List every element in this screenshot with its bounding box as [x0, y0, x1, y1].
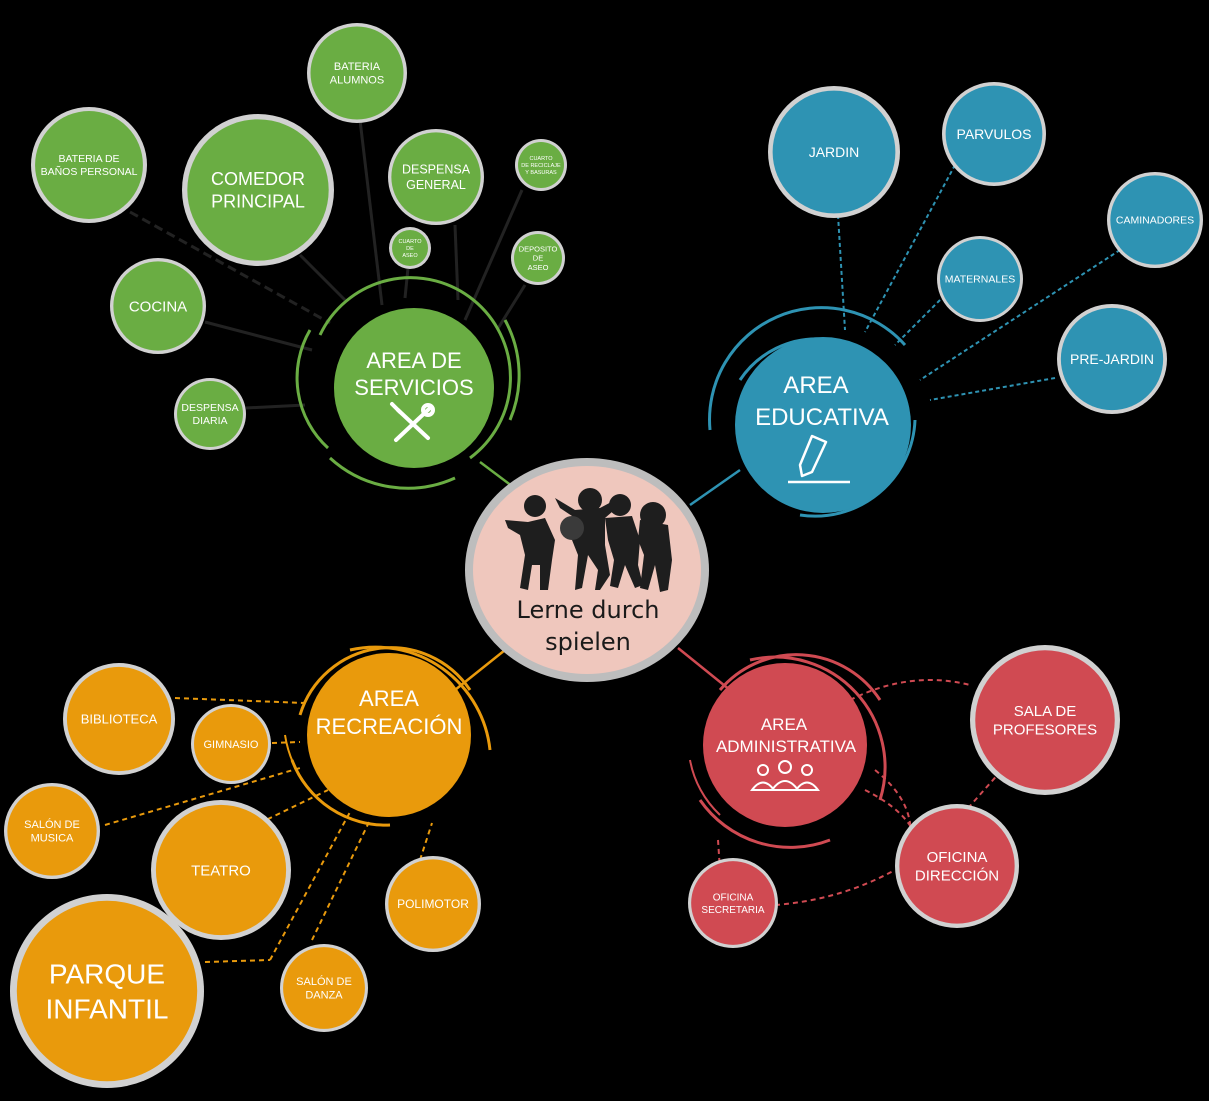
leaf-node-label: SALÓN DE	[24, 818, 80, 831]
leaf-node-label: BAÑOS PERSONAL	[41, 165, 138, 178]
area-administrativa-node: AREA ADMINISTRATIVA	[703, 663, 867, 827]
leaf-node-label: POLIMOTOR	[397, 897, 469, 911]
area-servicios-node: AREA DE SERVICIOS	[334, 308, 494, 468]
leaf-node-polimotor: POLIMOTOR	[385, 856, 481, 952]
leaf-node-label: DE	[406, 246, 414, 252]
leaf-node-parvulos: PARVULOS	[942, 82, 1046, 186]
leaf-node-label: GIMNASIO	[203, 739, 258, 751]
leaf-node-label: ASEO	[402, 253, 418, 259]
leaf-node-oficina-secretaria: OFICINA SECRETARIA	[688, 858, 778, 948]
leaf-node-label: INFANTIL	[46, 993, 169, 1024]
leaf-node-label: Y BASURAS	[525, 170, 557, 176]
leaf-node-sala-profesores: SALA DE PROFESORES	[970, 645, 1120, 795]
leaf-node-label: DE	[533, 254, 543, 263]
area-recreacion-label-line2: RECREACIÓN	[316, 714, 463, 739]
leaf-node-fill	[391, 132, 480, 221]
leaf-node-label: DIRECCIÓN	[915, 868, 999, 885]
leaf-node-label: MATERNALES	[945, 274, 1015, 286]
area-educativa-node: AREA EDUCATIVA	[735, 337, 911, 513]
leaf-node-label: CUARTO	[398, 239, 422, 245]
leaf-node-fill	[7, 786, 96, 875]
leaf-node-label: PARQUE	[49, 958, 165, 989]
leaf-node-label: COCINA	[129, 298, 187, 315]
leaf-node-label: TEATRO	[191, 862, 251, 879]
leaf-node-label: PROFESORES	[993, 722, 1097, 739]
leaf-node-fill	[975, 650, 1115, 790]
leaf-node-fill	[17, 901, 197, 1081]
center-title-line1: Lerne durch	[517, 596, 660, 624]
leaf-node-label: MUSICA	[31, 833, 74, 845]
leaf-node-label: OFICINA	[713, 892, 754, 903]
leaf-node-label: BATERIA DE	[58, 153, 119, 165]
leaf-node-gimnasio: GIMNASIO	[191, 704, 271, 784]
leaf-node-pre-jardin: PRE-JARDIN	[1057, 304, 1167, 414]
area-administrativa-label-line1: AREA	[761, 715, 808, 734]
leaf-node-label: JARDIN	[809, 144, 860, 160]
area-recreacion-node: AREA RECREACIÓN	[307, 653, 471, 817]
leaf-node-label: SECRETARIA	[701, 905, 764, 916]
leaf-node-fill	[899, 808, 1014, 923]
leaf-node-fill	[187, 119, 328, 260]
leaf-node-label: GENERAL	[406, 178, 466, 192]
leaf-node-salon-danza: SALÓN DE DANZA	[280, 944, 368, 1032]
leaf-node-label: BIBLIOTECA	[81, 712, 158, 727]
leaf-node-label: DE RECICLAJE	[521, 163, 561, 169]
leaf-node-maternales: MATERNALES	[937, 236, 1023, 322]
leaf-node-bateria-alumnos: BATERIA ALUMNOS	[307, 23, 407, 123]
leaf-node-comedor-principal: COMEDOR PRINCIPAL	[182, 114, 334, 266]
leaf-node-label: SALA DE	[1014, 703, 1077, 720]
leaf-node-label: OFICINA	[927, 849, 988, 866]
area-recreacion-label-line1: AREA	[359, 686, 419, 711]
leaf-node-label: DESPENSA	[181, 402, 238, 414]
leaf-node-label: CUARTO	[529, 156, 553, 162]
area-educativa-label-line2: EDUCATIVA	[755, 404, 889, 431]
leaf-node-jardin: JARDIN	[768, 86, 900, 218]
leaf-node-cocina: COCINA	[110, 258, 206, 354]
area-administrativa-label-line2: ADMINISTRATIVA	[716, 737, 857, 756]
center-node: Lerne durch spielen	[465, 458, 709, 682]
center-title-line2: spielen	[545, 628, 631, 656]
leaf-node-oficina-direccion: OFICINA DIRECCIÓN	[895, 804, 1019, 928]
leaf-node-label: ASEO	[528, 263, 549, 272]
leaf-node-label: PRINCIPAL	[211, 192, 305, 212]
leaf-node-label: DESPENSA	[402, 163, 471, 177]
leaf-node-caminadores: CAMINADORES	[1107, 172, 1203, 268]
leaf-node-label: DIARIA	[192, 415, 227, 427]
area-educativa-label-line1: AREA	[783, 372, 848, 399]
leaf-node-label: PARVULOS	[957, 126, 1032, 142]
area-servicios-label-line2: SERVICIOS	[354, 375, 473, 400]
leaf-node-label: DEPOSITO	[519, 244, 558, 253]
leaf-node-label: DANZA	[305, 990, 343, 1002]
leaf-node-fill	[283, 947, 365, 1029]
leaf-node-label: ALUMNOS	[330, 75, 384, 87]
leaf-node-label: SALÓN DE	[296, 975, 352, 988]
leaf-node-parque-infantil: PARQUE INFANTIL	[10, 894, 204, 1088]
leaf-node-label: CAMINADORES	[1116, 215, 1194, 227]
leaf-node-biblioteca: BIBLIOTECA	[63, 663, 175, 775]
area-servicios-label-line1: AREA DE	[366, 348, 461, 373]
leaf-node-label: BATERIA	[334, 61, 381, 73]
leaf-node-label: PRE-JARDIN	[1070, 351, 1154, 367]
leaf-node-label: COMEDOR	[211, 169, 305, 189]
leaf-node-salon-musica: SALÓN DE MUSICA	[4, 783, 100, 879]
leaf-node-fill	[311, 27, 404, 120]
